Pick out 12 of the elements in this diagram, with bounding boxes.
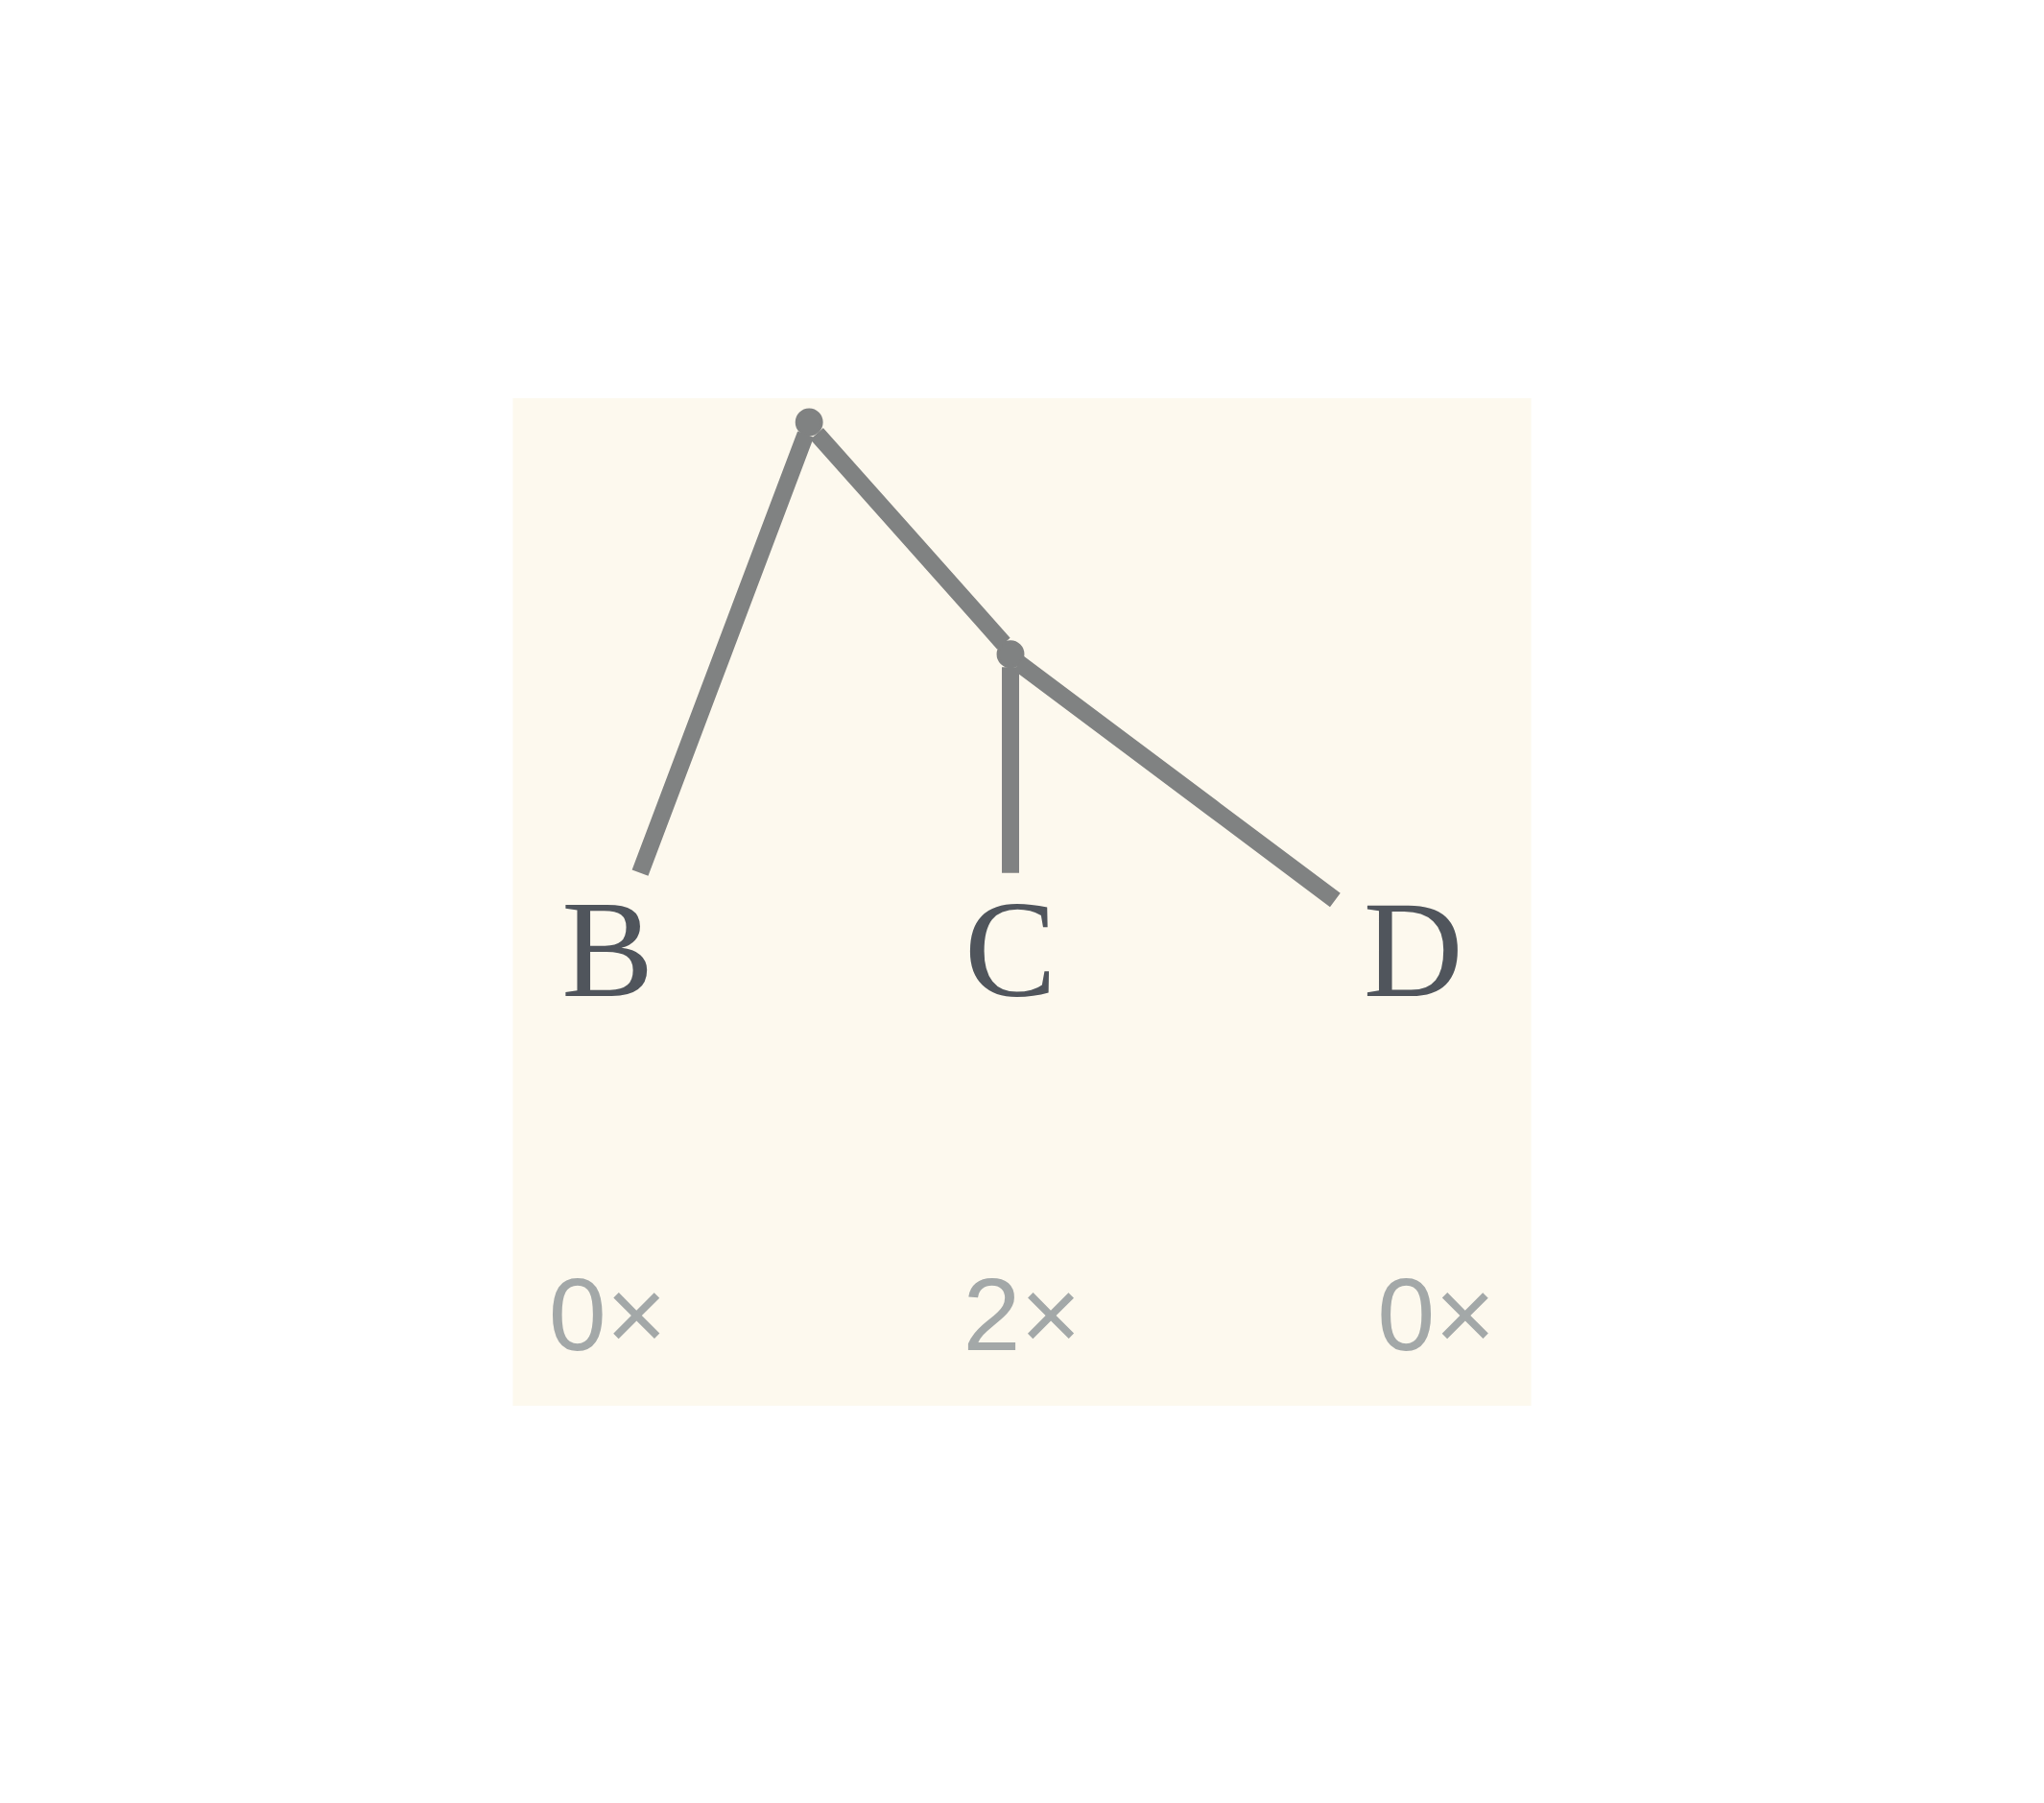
label: 2× — [963, 1255, 1081, 1372]
connector — [810, 427, 1010, 650]
connector — [1013, 655, 1341, 907]
node-point — [795, 408, 823, 436]
label: 0× — [1377, 1255, 1496, 1372]
node-text: C — [964, 872, 1057, 1026]
label: 0× — [548, 1255, 667, 1372]
connector — [1002, 666, 1019, 873]
node-text: D — [1363, 872, 1463, 1026]
node-text: B — [561, 872, 654, 1026]
node-point — [996, 639, 1025, 668]
connector — [631, 430, 814, 876]
